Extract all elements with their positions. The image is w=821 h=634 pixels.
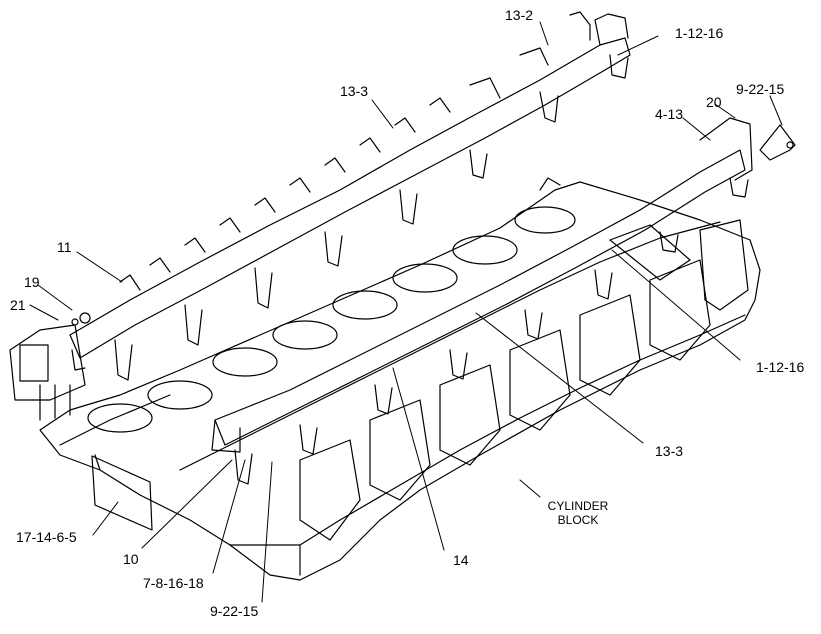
callout-7-8-16-18: 7-8-16-18: [143, 575, 204, 591]
cylinder-block-label-line1: CYLINDER: [547, 499, 609, 513]
callout-9-22-15-right: 9-22-15: [736, 81, 785, 97]
callout-4-13: 4-13: [655, 106, 684, 122]
callout-17-14-6-5: 17-14-6-5: [16, 529, 77, 545]
callout-19: 19: [24, 274, 40, 290]
callout-14: 14: [453, 552, 469, 568]
callout-13-2: 13-2: [505, 7, 534, 23]
callout-11: 11: [57, 239, 72, 255]
cylinder-heads-right-bank: [299, 219, 749, 541]
leader-lines: [29, 21, 783, 603]
callout-10: 10: [123, 551, 139, 567]
upper-fuel-rail: [69, 11, 631, 381]
callout-9-22-15-bottom: 9-22-15: [210, 603, 259, 619]
cylinder-block-outline: [39, 177, 761, 581]
callout-20: 20: [706, 94, 722, 110]
left-end-bracket: [9, 312, 91, 421]
callout-13-3-top: 13-3: [340, 83, 369, 99]
lower-fuel-rail: [211, 117, 753, 485]
cylinder-bores: [87, 206, 576, 433]
callout-1-12-16-right: 1-12-16: [756, 359, 805, 375]
callout-21: 21: [10, 297, 26, 313]
cylinder-block-label: CYLINDER BLOCK: [538, 499, 618, 528]
callout-13-3-right: 13-3: [655, 443, 684, 459]
clamp-part: [759, 124, 796, 161]
callout-1-12-16-top: 1-12-16: [675, 25, 724, 41]
cylinder-block-label-line2: BLOCK: [557, 512, 599, 527]
